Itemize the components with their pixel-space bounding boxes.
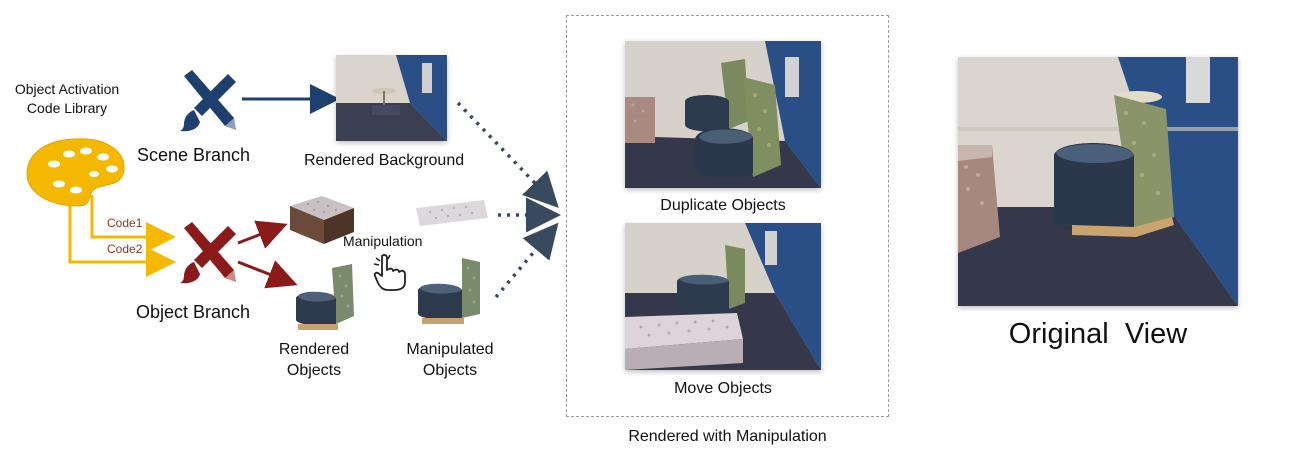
manipulated-chair-image: [414, 256, 484, 333]
object-pen-brush-icon: [180, 222, 236, 284]
palette-icon: [26, 138, 125, 207]
pointing-hand-icon: [373, 254, 406, 291]
manipulated-objects-line2: Objects: [422, 362, 478, 379]
manipulation-label: Manipulation: [343, 233, 423, 249]
rendered-with-manipulation-caption: Rendered with Manipulation: [628, 428, 827, 445]
manipulated-objects-line1: Manipulated: [406, 341, 494, 358]
move-objects-image: [625, 223, 821, 370]
code2-path: [68, 195, 176, 277]
manipulated-ottoman-image: [414, 198, 490, 233]
library-title: Object Activation Code Library: [0, 80, 134, 118]
duplicate-objects-image: [625, 41, 821, 188]
manipulated-objects-label: Manipulated Objects: [395, 339, 505, 381]
rendered-objects-label: Rendered Objects: [264, 339, 364, 381]
object-arrow-top: [237, 220, 288, 249]
rendered-objects-line2: Objects: [286, 362, 342, 379]
code1-label: Code1: [107, 216, 143, 230]
rendered-background-image: [336, 55, 447, 141]
dotted-arrow-bottom: [494, 222, 559, 299]
rendered-ottoman-image: [284, 194, 356, 251]
original-view-image: [958, 57, 1238, 306]
rendered-with-manipulation-panel: [566, 15, 889, 417]
code2-label: Code2: [107, 242, 143, 256]
object-arrow-bottom: [237, 260, 298, 289]
scene-branch-label: Scene Branch: [137, 145, 251, 165]
move-objects-label: Move Objects: [674, 380, 772, 397]
dotted-arrow-top: [456, 101, 559, 209]
rendered-chair-image: [292, 262, 358, 339]
scene-pen-brush-icon: [180, 70, 236, 132]
duplicate-objects-label: Duplicate Objects: [660, 197, 786, 214]
original-view-label: Original View: [1008, 318, 1188, 350]
library-title-line1: Object Activation: [14, 81, 120, 97]
object-branch-label: Object Branch: [136, 302, 251, 322]
rendered-background-label: Rendered Background: [304, 152, 465, 169]
code1-path: [90, 195, 176, 252]
library-title-line2: Code Library: [26, 100, 108, 116]
rendered-objects-line1: Rendered: [278, 341, 350, 358]
